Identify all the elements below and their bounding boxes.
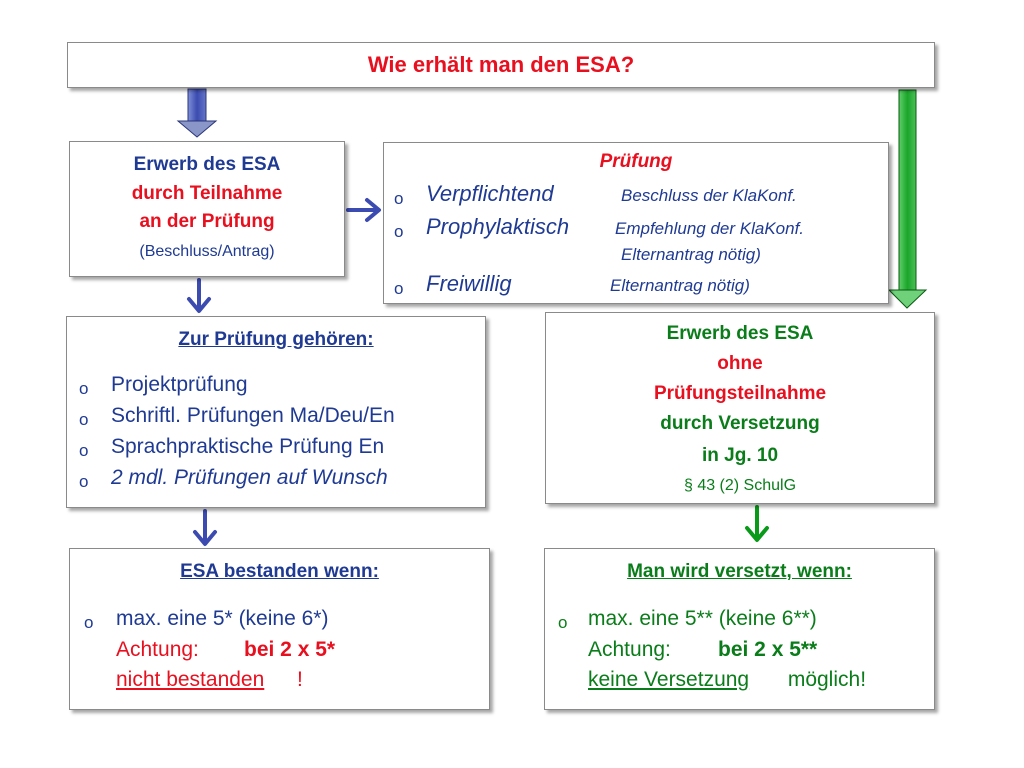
- promotion-line1: max. eine 5** (keine 6**): [588, 607, 817, 630]
- passed-line1: max. eine 5* (keine 6*): [116, 607, 329, 630]
- arrow-down-2: [193, 509, 217, 546]
- no-exam-line6: § 43 (2) SchulG: [683, 477, 797, 494]
- exam-type-note-1: Beschluss der KlaKonf.: [621, 186, 797, 205]
- passed-warning-label: Achtung:: [116, 638, 199, 661]
- bullet-icon: o: [394, 279, 404, 298]
- bullet-icon: o: [394, 222, 404, 241]
- exam-part-3: Sprachpraktische Prüfung En: [111, 435, 385, 458]
- exam-part-1: Projektprüfung: [111, 373, 248, 396]
- exam-type-label-1: Verpflichtend: [426, 181, 554, 206]
- exam-types-box: Prüfung o Verpflichtend Beschluss der Kl…: [383, 142, 889, 304]
- block-arrow-down-green: [887, 89, 928, 309]
- promotion-conditions-box: Man wird versetzt, wenn: o max. eine 5**…: [544, 548, 935, 710]
- exam-parts-box: Zur Prüfung gehören: o Projektprüfung o …: [66, 316, 486, 508]
- exam-type-label-2: Prophylaktisch: [426, 214, 570, 239]
- exam-route-line1: Erwerb des ESA: [133, 154, 281, 175]
- bullet-icon: o: [558, 613, 568, 632]
- promotion-heading: Man wird versetzt, wenn:: [627, 561, 852, 582]
- exam-route-box: Erwerb des ESA durch Teilnahme an der Pr…: [69, 141, 345, 277]
- no-exam-line5: in Jg. 10: [701, 445, 779, 466]
- arrow-down-green: [745, 505, 769, 542]
- no-exam-route-box: Erwerb des ESA ohne Prüfungsteilnahme du…: [545, 312, 935, 504]
- exam-type-note-2b: Elternantrag nötig): [621, 245, 761, 264]
- no-exam-line1: Erwerb des ESA: [666, 323, 814, 344]
- bullet-icon: o: [79, 472, 89, 491]
- passed-heading: ESA bestanden wenn:: [180, 561, 379, 582]
- exam-route-line2: durch Teilnahme: [131, 183, 283, 204]
- exam-types-heading: Prüfung: [599, 151, 673, 172]
- promotion-fail-text: keine Versetzung: [588, 668, 750, 691]
- exam-route-line3: an der Prüfung: [139, 211, 275, 232]
- passed-warning-value: bei 2 x 5*: [244, 638, 336, 661]
- bullet-icon: o: [79, 441, 89, 460]
- exam-part-4: 2 mdl. Prüfungen auf Wunsch: [111, 466, 388, 489]
- no-exam-line3: Prüfungsteilnahme: [653, 383, 827, 404]
- exam-part-2: Schriftl. Prüfungen Ma/Deu/En: [111, 404, 395, 427]
- block-arrow-down-blue: [176, 88, 218, 138]
- exam-type-note-2: Empfehlung der KlaKonf.: [615, 219, 805, 238]
- exam-type-label-3: Freiwillig: [426, 271, 512, 296]
- bullet-icon: o: [79, 379, 89, 398]
- bullet-icon: o: [394, 189, 404, 208]
- passed-fail-exclaim: !: [297, 668, 303, 691]
- exam-route-line4: (Beschluss/Antrag): [139, 243, 275, 260]
- exam-parts-heading: Zur Prüfung gehören:: [178, 329, 374, 350]
- exam-type-note-3: Elternantrag nötig): [610, 276, 750, 295]
- promotion-fail-suffix: möglich!: [782, 668, 867, 691]
- promotion-warning-label: Achtung:: [588, 638, 671, 661]
- arrow-down-1: [187, 278, 211, 313]
- no-exam-line4: durch Versetzung: [660, 413, 820, 434]
- passed-conditions-box: ESA bestanden wenn: o max. eine 5* (kein…: [69, 548, 490, 710]
- diagram-title: Wie erhält man den ESA?: [367, 52, 635, 77]
- promotion-warning-value: bei 2 x 5**: [718, 638, 818, 661]
- arrow-right-1: [346, 198, 381, 222]
- no-exam-line2: ohne: [717, 353, 763, 374]
- passed-fail-text: nicht bestanden: [116, 668, 265, 691]
- bullet-icon: o: [79, 410, 89, 429]
- title-box: Wie erhält man den ESA?: [67, 42, 935, 88]
- bullet-icon: o: [84, 613, 94, 632]
